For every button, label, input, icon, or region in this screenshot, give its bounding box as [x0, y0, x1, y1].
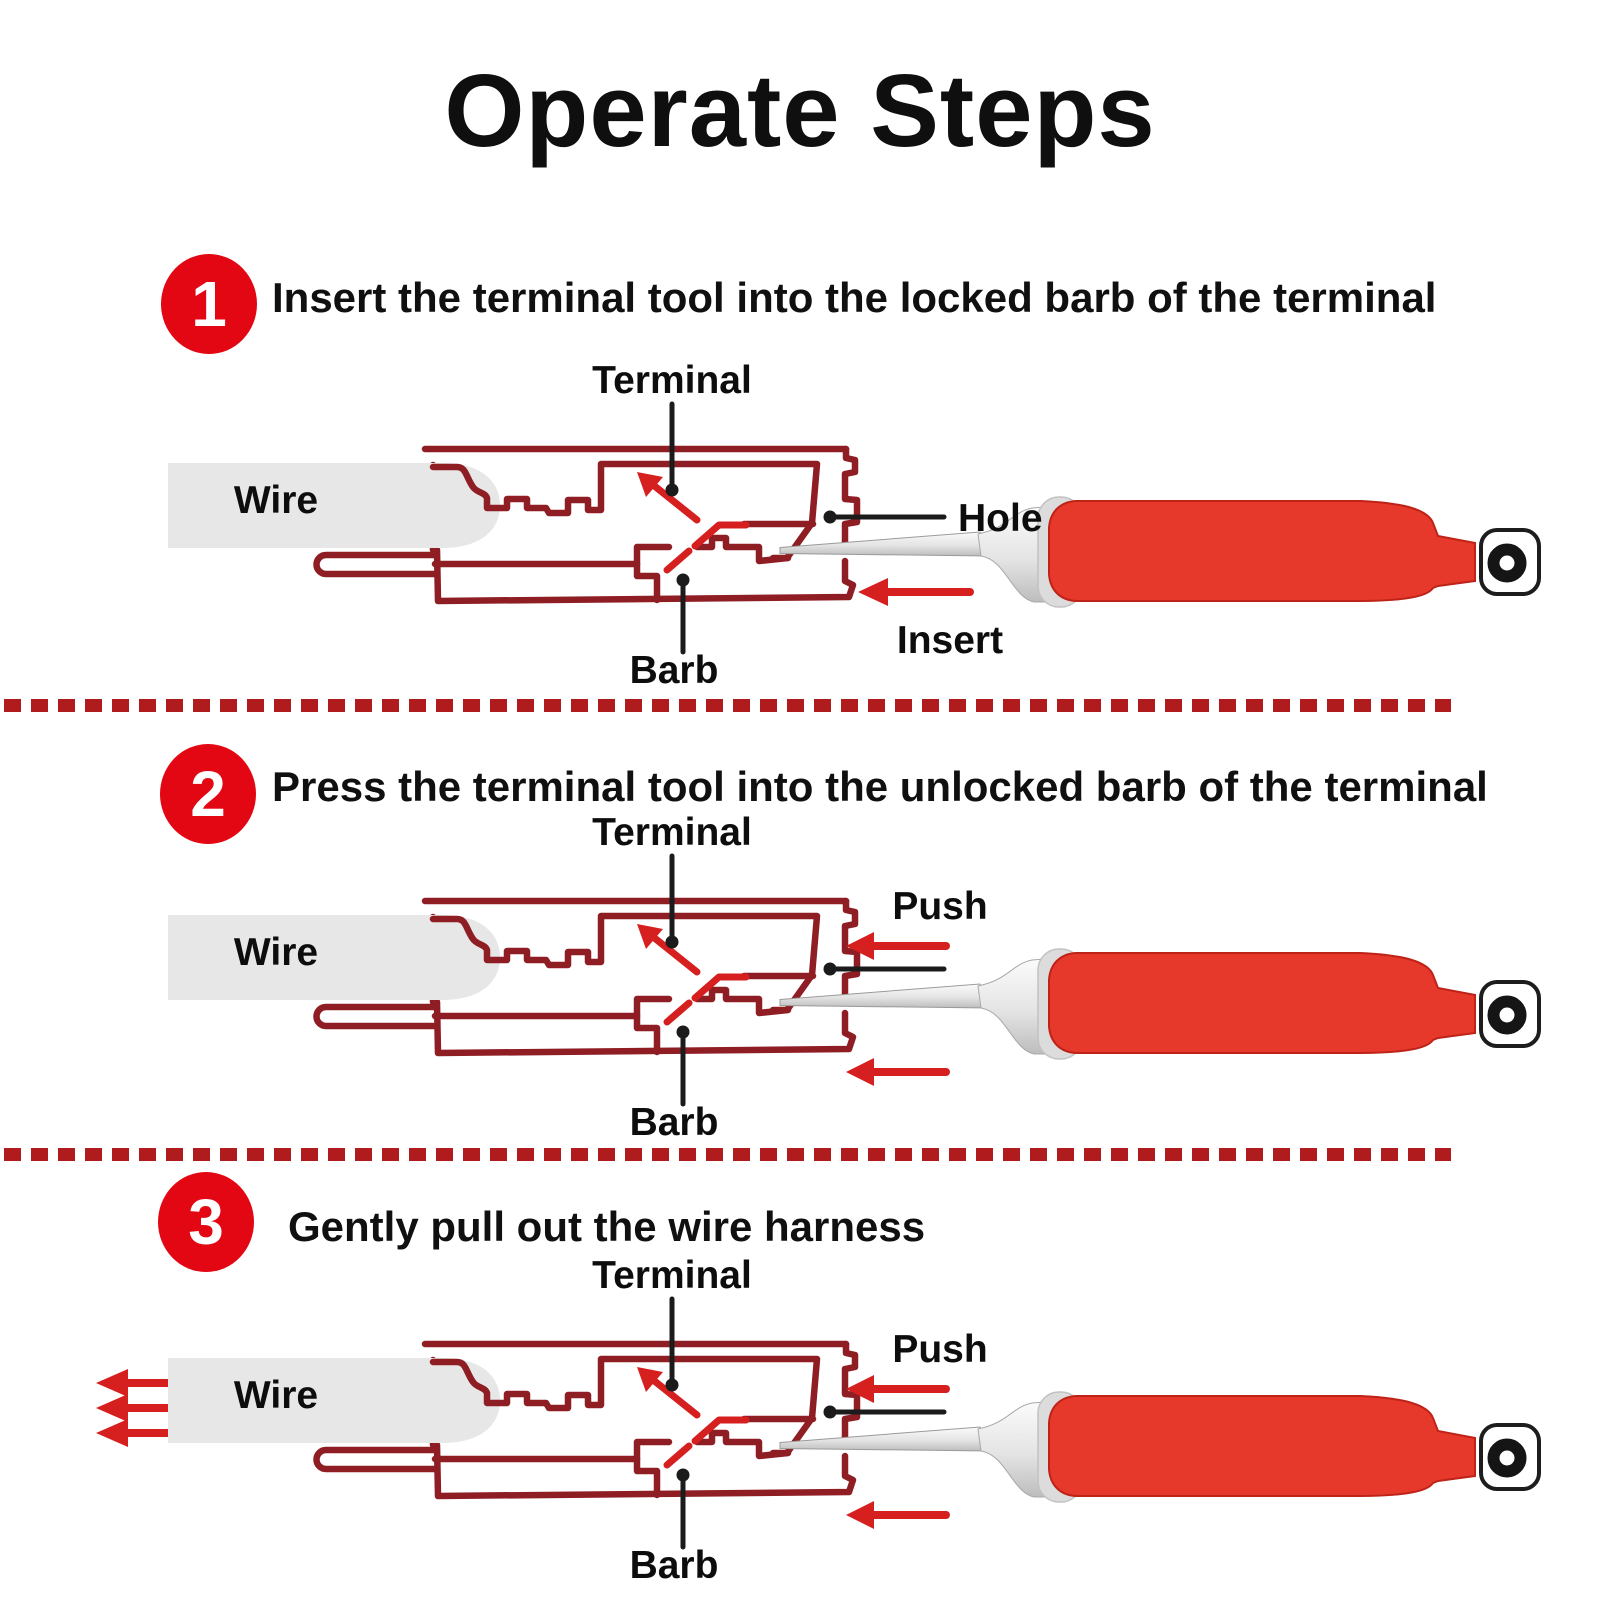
push-arrow-bottom: [846, 1501, 950, 1529]
step-1-badge: 1: [161, 254, 257, 354]
hole-label: Hole: [958, 497, 1043, 540]
barb-label: Barb: [630, 1101, 719, 1144]
push-arrow-top: [846, 932, 950, 960]
wire-label: Wire: [234, 931, 318, 974]
barb-pointer: Barb: [630, 1468, 719, 1587]
push-arrow-bottom: [846, 1058, 950, 1086]
wire-body: [168, 915, 500, 1000]
step-3-heading: Gently pull out the wire harness: [288, 1203, 926, 1250]
step-1-number: 1: [191, 268, 227, 340]
divider-2: [4, 1148, 1451, 1161]
step-1-heading: Insert the terminal tool into the locked…: [272, 274, 1437, 321]
terminal-tool: [780, 949, 1539, 1059]
hole-pointer: [823, 962, 947, 976]
push-label: Push: [892, 1328, 987, 1371]
divider-1: [4, 699, 1451, 712]
step-2-diagram: Wire Terminal Push Barb: [168, 811, 1540, 1144]
step-3-badge: 3: [158, 1172, 254, 1272]
push-arrow-top: [846, 1375, 950, 1403]
insert-label: Insert: [897, 619, 1003, 662]
barb-pointer: Barb: [630, 1025, 719, 1144]
step-3-diagram: Wire Terminal Push Barb: [96, 1254, 1540, 1587]
step-3-number: 3: [188, 1186, 224, 1258]
insert-arrow: [858, 578, 974, 606]
barb-pointer: Barb: [630, 573, 719, 692]
barb-label: Barb: [630, 1544, 719, 1587]
hole-pointer: [823, 1405, 947, 1419]
terminal-label: Terminal: [592, 811, 752, 854]
hole-pointer: Hole: [823, 497, 1043, 540]
step-1-diagram: Wire Terminal Hole Insert Barb: [168, 359, 1540, 692]
terminal-pointer: Terminal: [592, 359, 752, 497]
terminal-label: Terminal: [592, 359, 752, 402]
step-2-badge: 2: [160, 744, 256, 844]
page-title: Operate Steps: [444, 53, 1156, 168]
terminal-tool: [780, 1392, 1539, 1502]
step-2-number: 2: [190, 758, 226, 830]
barb-label: Barb: [630, 649, 719, 692]
wire-body: [168, 463, 500, 548]
terminal-pointer: Terminal: [592, 1254, 752, 1392]
wire-body: [168, 1358, 500, 1443]
push-label: Push: [892, 885, 987, 928]
wire-label: Wire: [234, 479, 318, 522]
terminal-label: Terminal: [592, 1254, 752, 1297]
step-2-heading: Press the terminal tool into the unlocke…: [272, 763, 1488, 810]
terminal-pointer: Terminal: [592, 811, 752, 949]
wire-label: Wire: [234, 1374, 318, 1417]
